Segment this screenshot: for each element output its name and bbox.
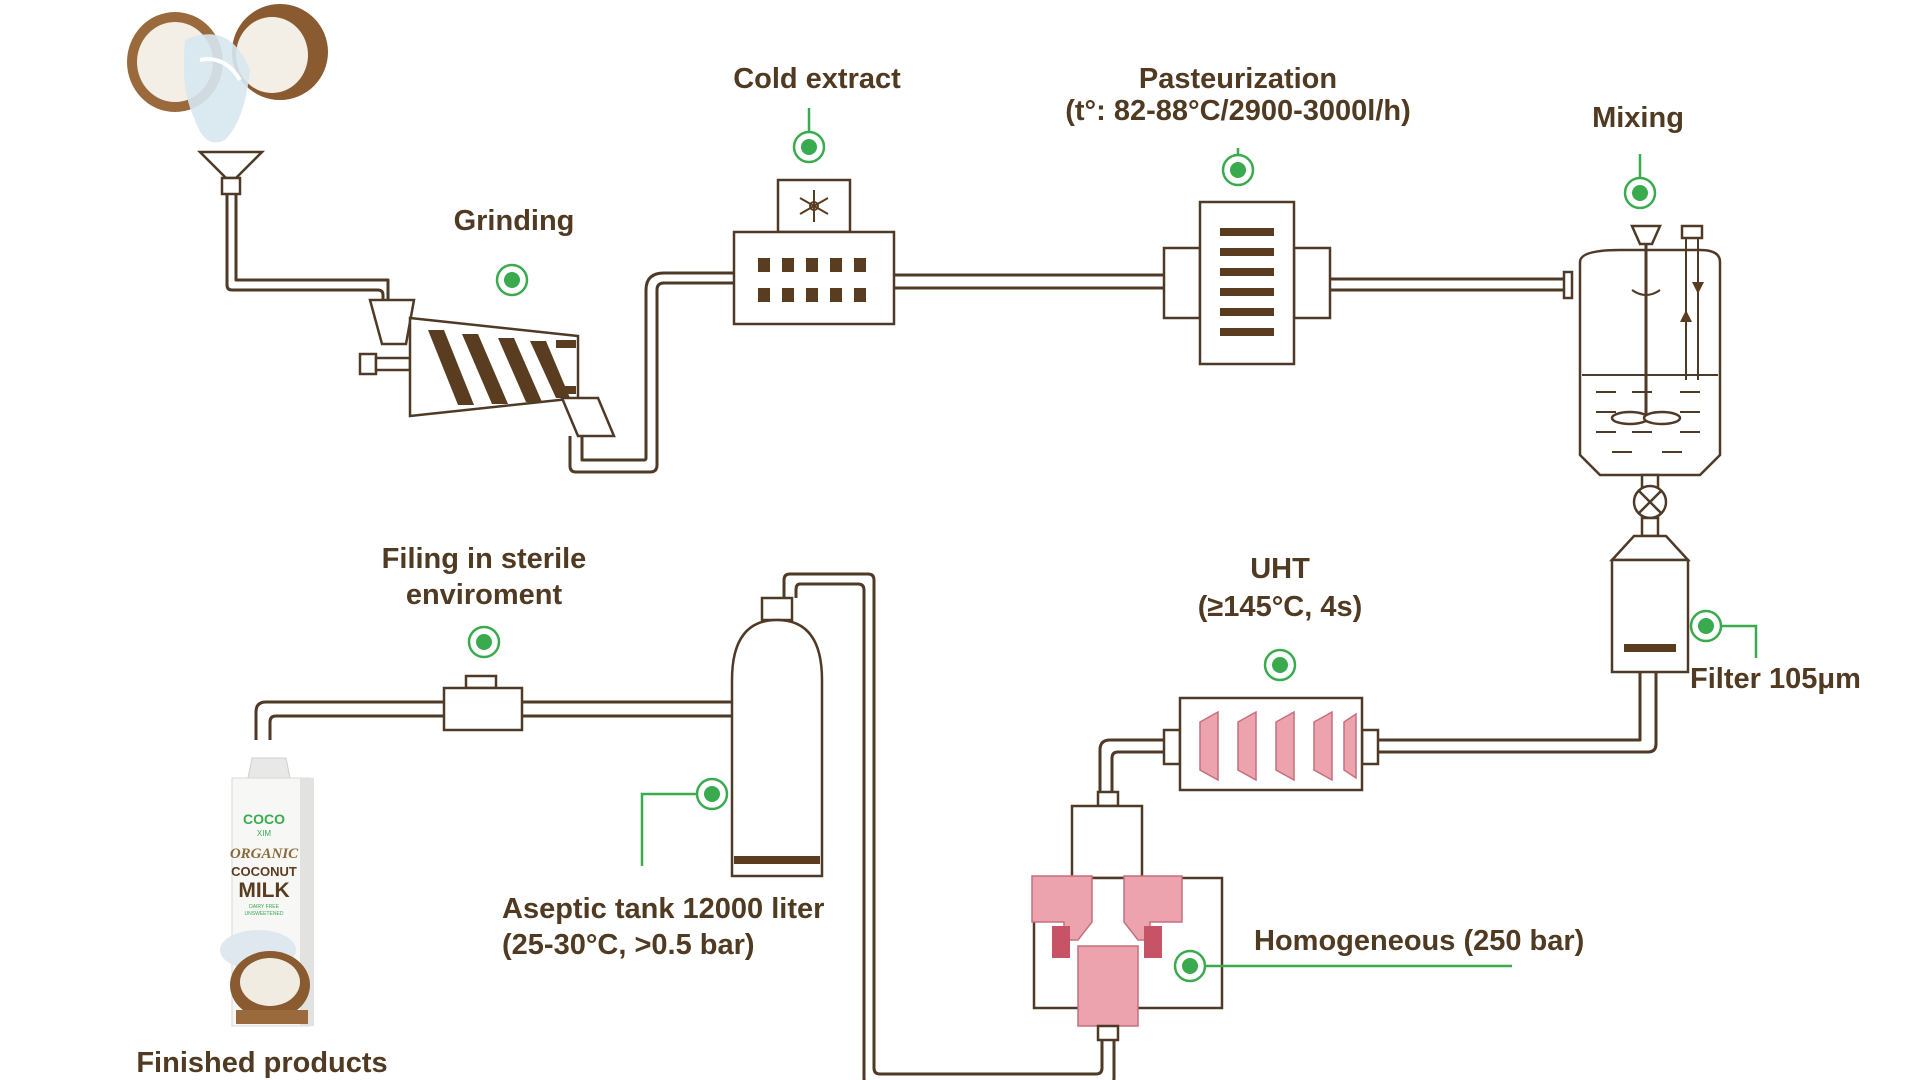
carton-organic: ORGANIC xyxy=(230,846,299,862)
filling-unit xyxy=(442,674,524,732)
label-uht-detail: (≥145°C, 4s) xyxy=(1198,591,1363,623)
label-cold-extract: Cold extract xyxy=(733,63,901,95)
filter-unit xyxy=(1609,534,1691,674)
uht-unit xyxy=(1162,696,1380,792)
carton-small2: UNSWEETENED xyxy=(245,911,284,917)
grinder-machine xyxy=(358,298,616,438)
pipe-homog-tank-outer xyxy=(794,582,1116,1080)
marker-uht xyxy=(1263,648,1297,682)
label-mixing: Mixing xyxy=(1592,102,1684,134)
carton-milk: MILK xyxy=(238,879,289,902)
label-filling-line2: enviroment xyxy=(406,579,563,611)
marker-pasteurization xyxy=(1221,148,1255,187)
marker-grinding xyxy=(495,263,529,297)
marker-aseptic-tank xyxy=(640,777,729,866)
carton-small1: DAIRY FREE xyxy=(249,904,279,910)
aseptic-tank xyxy=(730,596,824,878)
label-grinding: Grinding xyxy=(454,205,575,237)
pipe-uht-homog xyxy=(1098,738,1164,792)
coconut-icon xyxy=(127,4,328,143)
marker-homogeneous xyxy=(1173,949,1512,983)
pipe-filter-uht xyxy=(1378,672,1642,742)
label-homogeneous: Homogeneous (250 bar) xyxy=(1254,925,1584,957)
cold-extract-unit xyxy=(732,178,896,326)
pipe-filter-uht-outer xyxy=(1378,672,1658,754)
label-aseptic-tank: Aseptic tank 12000 liter xyxy=(502,893,824,925)
milk-carton-image: COCO XIM ORGANIC COCONUT MILK DAIRY FREE… xyxy=(220,757,314,1027)
label-finished-products: Finished products xyxy=(136,1047,387,1079)
carton-brand: COCO xyxy=(243,811,285,827)
pipe-filler-carton xyxy=(254,700,444,740)
label-pasteurization: Pasteurization xyxy=(1139,63,1337,95)
label-aseptic-tank-detail: (25-30°C, >0.5 bar) xyxy=(502,929,755,961)
snowflake-icon xyxy=(799,190,829,222)
pipe-grinder-extract-inner xyxy=(580,271,735,462)
pasteurizer-unit xyxy=(1162,200,1332,366)
marker-mixing xyxy=(1623,154,1657,210)
pipe-funnel-grinder xyxy=(225,194,385,302)
pipe-filler-carton-inner xyxy=(268,714,444,740)
marker-cold-extract xyxy=(792,108,826,164)
pipe-funnel-grinder-inner xyxy=(234,194,390,302)
inlet-funnel xyxy=(196,150,266,196)
label-filling-line1: Filing in sterile xyxy=(382,543,587,575)
label-uht: UHT xyxy=(1250,553,1310,585)
carton-coconut: COCONUT xyxy=(231,864,297,879)
carton-brand-sub: XIM xyxy=(257,829,272,838)
label-pasteurization-detail: (t°: 82-88°C/2900-3000l/h) xyxy=(1065,95,1411,127)
mixing-tank xyxy=(1562,224,1722,538)
pipe-uht-homog-inner xyxy=(1110,750,1164,792)
label-filter: Filter 105μm xyxy=(1690,663,1861,695)
pipe-grinder-extract xyxy=(568,281,735,474)
pipe-homog-tank xyxy=(782,572,1104,1076)
homogenizer-unit xyxy=(1031,790,1224,1042)
marker-filter xyxy=(1689,609,1758,658)
marker-filling xyxy=(467,625,501,659)
